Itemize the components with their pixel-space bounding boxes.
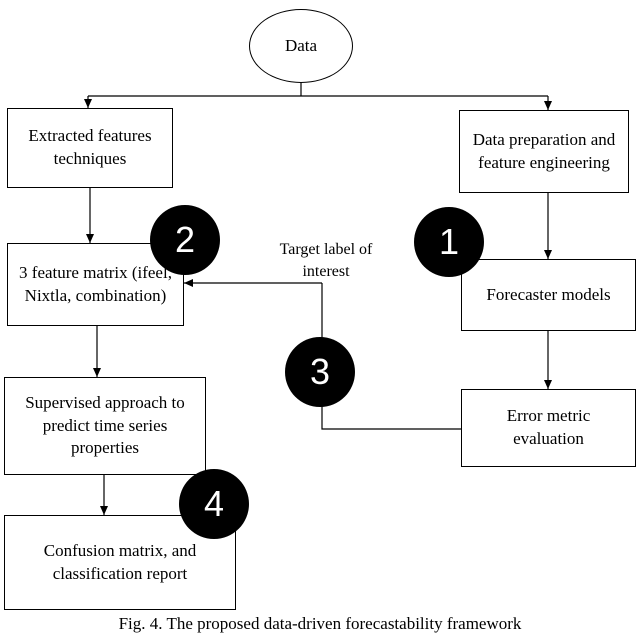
node-data-preparation: Data preparation and feature engineering xyxy=(459,110,629,193)
node-data: Data xyxy=(249,9,353,83)
feedback-line xyxy=(321,283,461,430)
step-badge-1: 1 xyxy=(414,207,484,277)
edge-label-target: Target label of interest xyxy=(279,241,373,280)
node-confusion-matrix: Confusion matrix, and classification rep… xyxy=(4,515,236,610)
node-extracted-features: Extracted features techniques xyxy=(7,108,173,188)
step-badge-4: 4 xyxy=(179,469,249,539)
step-badge-3: 3 xyxy=(285,337,355,407)
node-supervised-approach: Supervised approach to predict time seri… xyxy=(4,377,206,475)
node-error-metric: Error metric evaluation xyxy=(461,389,636,467)
figure-caption: Fig. 4. The proposed data-driven forecas… xyxy=(118,614,522,633)
step-badge-2: 2 xyxy=(150,205,220,275)
node-forecaster-models: Forecaster models xyxy=(461,259,636,331)
